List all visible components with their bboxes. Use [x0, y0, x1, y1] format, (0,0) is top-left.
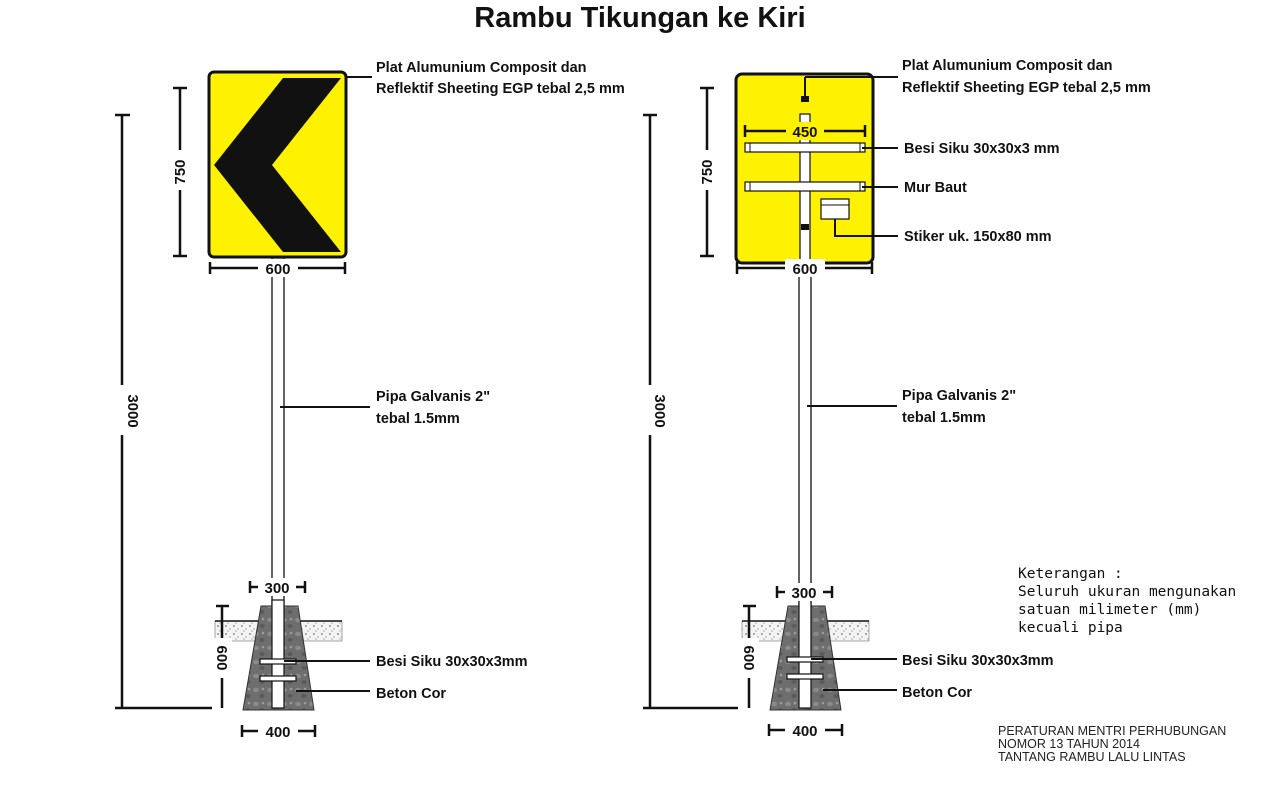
note-line-4: kecuali pipa — [1018, 620, 1123, 636]
right-dim-total-height: 3000 — [640, 113, 738, 710]
right-foundation-top-label: 300 — [791, 585, 816, 602]
right-dim-foundation-depth: 600 — [739, 604, 759, 708]
left-plate-label-1: Plat Alumunium Composit dan — [376, 60, 587, 76]
left-dim-foundation-top: 300 — [248, 578, 307, 597]
right-plate-label-1: Plat Alumunium Composit dan — [902, 58, 1113, 74]
left-dim-total-height: 3000 — [112, 113, 212, 710]
left-foundation-bottom-label: 400 — [265, 724, 290, 741]
right-foundation-bottom-label: 400 — [792, 723, 817, 740]
left-angle-bar-2 — [259, 675, 297, 682]
right-plate-label-2: Reflektif Sheeting EGP tebal 2,5 mm — [902, 80, 1151, 96]
left-sign-height-label: 750 — [172, 159, 189, 184]
right-sticker — [820, 198, 850, 220]
right-angle-bar-2 — [786, 673, 824, 680]
left-sign-plate — [207, 70, 348, 259]
right-angle-back-label: Besi Siku 30x30x3 mm — [904, 141, 1060, 157]
right-total-height-label: 3000 — [651, 394, 668, 427]
regulation-line-2: NOMOR 13 TAHUN 2014 — [998, 737, 1140, 751]
regulation-line-1: PERATURAN MENTRI PERHUBUNGAN — [998, 724, 1226, 738]
left-sign-width-label: 600 — [265, 261, 290, 278]
right-pipe-label-1: Pipa Galvanis 2" — [902, 388, 1016, 404]
right-foundation-depth-label: 600 — [740, 645, 757, 670]
right-angle-bar-top — [744, 142, 866, 153]
right-dim-sign-width: 600 — [735, 259, 874, 278]
right-sign-height-label: 750 — [699, 159, 716, 184]
left-chevron-icon — [214, 78, 341, 252]
left-sign-assembly: 3000 750 600 Plat Alumunium Composit dan… — [112, 60, 625, 741]
left-concrete-label: Beton Cor — [376, 686, 446, 702]
page-title: Rambu Tikungan ke Kiri — [474, 2, 805, 34]
right-angle-bar-bottom — [744, 181, 866, 192]
left-plate-label-2: Reflektif Sheeting EGP tebal 2,5 mm — [376, 81, 625, 97]
left-total-height-label: 3000 — [124, 394, 141, 427]
right-sticker-label: Stiker uk. 150x80 mm — [904, 229, 1052, 245]
regulation-line-3: TANTANG RAMBU LALU LINTAS — [998, 750, 1186, 764]
left-dim-foundation-bottom: 400 — [240, 722, 317, 741]
left-pipe-label-2: tebal 1.5mm — [376, 411, 460, 427]
note-block: Keterangan : Seluruh ukuran mengunakan s… — [1018, 566, 1236, 636]
regulation-block: PERATURAN MENTRI PERHUBUNGAN NOMOR 13 TA… — [998, 724, 1226, 764]
note-line-1: Keterangan : — [1018, 566, 1123, 582]
left-dim-sign-width: 600 — [208, 259, 347, 278]
right-dim-foundation-top: 300 — [775, 583, 834, 602]
right-sign-assembly: 3000 750 450 — [640, 58, 1151, 740]
left-dim-sign-height: 750 — [170, 86, 190, 258]
right-concrete-label: Beton Cor — [902, 685, 972, 701]
left-foundation-top-label: 300 — [264, 580, 289, 597]
right-inner-width-label: 450 — [792, 124, 817, 141]
right-dim-foundation-bottom: 400 — [767, 721, 844, 740]
left-angle-label: Besi Siku 30x30x3mm — [376, 654, 528, 670]
right-dim-inner-width: 450 — [743, 122, 867, 141]
right-angle-label: Besi Siku 30x30x3mm — [902, 653, 1054, 669]
left-foundation-depth-label: 600 — [213, 645, 230, 670]
left-dim-foundation-depth: 600 — [212, 604, 232, 708]
right-dim-sign-height: 750 — [697, 86, 717, 258]
right-pipe-label-2: tebal 1.5mm — [902, 410, 986, 426]
right-sign-width-label: 600 — [792, 261, 817, 278]
note-line-3: satuan milimeter (mm) — [1018, 602, 1201, 618]
right-bolt-label: Mur Baut — [904, 180, 967, 196]
note-line-2: Seluruh ukuran mengunakan — [1018, 584, 1236, 600]
left-pipe-label-1: Pipa Galvanis 2" — [376, 389, 490, 405]
